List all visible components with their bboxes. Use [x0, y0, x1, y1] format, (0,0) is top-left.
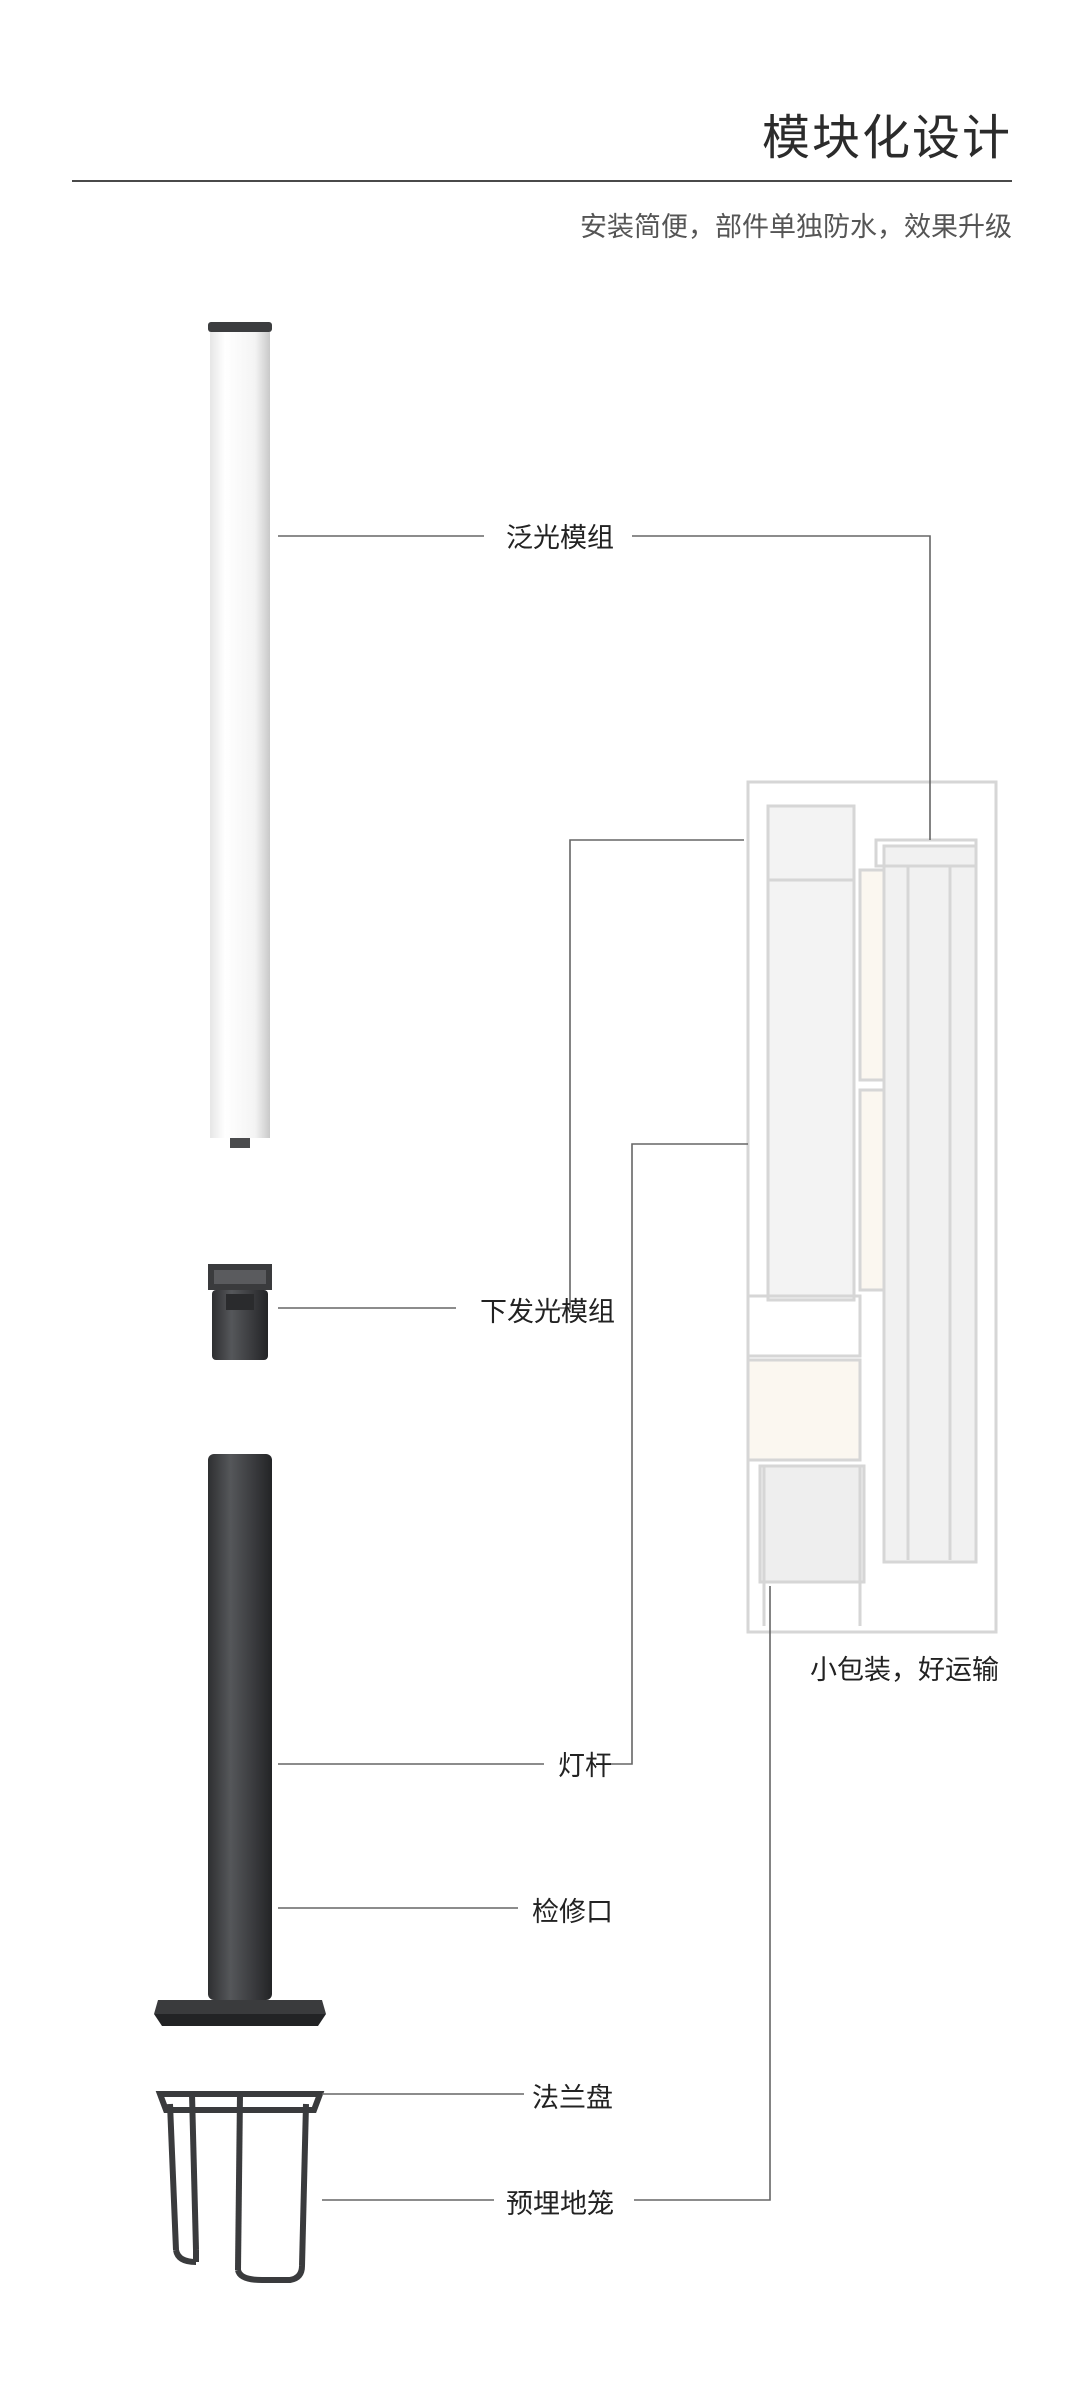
- label-inspection-hatch: 检修口: [532, 1897, 613, 1928]
- label-lamp-pole: 灯杆: [558, 1751, 612, 1782]
- label-ground-cage: 预埋地笼: [506, 2189, 614, 2220]
- label-flange-plate: 法兰盘: [532, 2083, 613, 2114]
- page-title: 模块化设计: [761, 110, 1012, 166]
- lamp-pole: [154, 1454, 326, 2026]
- package-box: [746, 780, 998, 1634]
- page-subtitle: 安装简便，部件单独防水，效果升级: [580, 212, 1012, 243]
- label-flood-light-module: 泛光模组: [506, 523, 614, 554]
- package-caption: 小包装，好运输: [810, 1655, 999, 1686]
- flood-light-module: [208, 322, 272, 1148]
- leader-lines: [278, 535, 931, 2201]
- label-down-light-module: 下发光模组: [480, 1297, 615, 1328]
- title-divider: [72, 180, 1012, 182]
- ground-cage: [155, 2091, 325, 2283]
- down-light-module: [208, 1264, 272, 1360]
